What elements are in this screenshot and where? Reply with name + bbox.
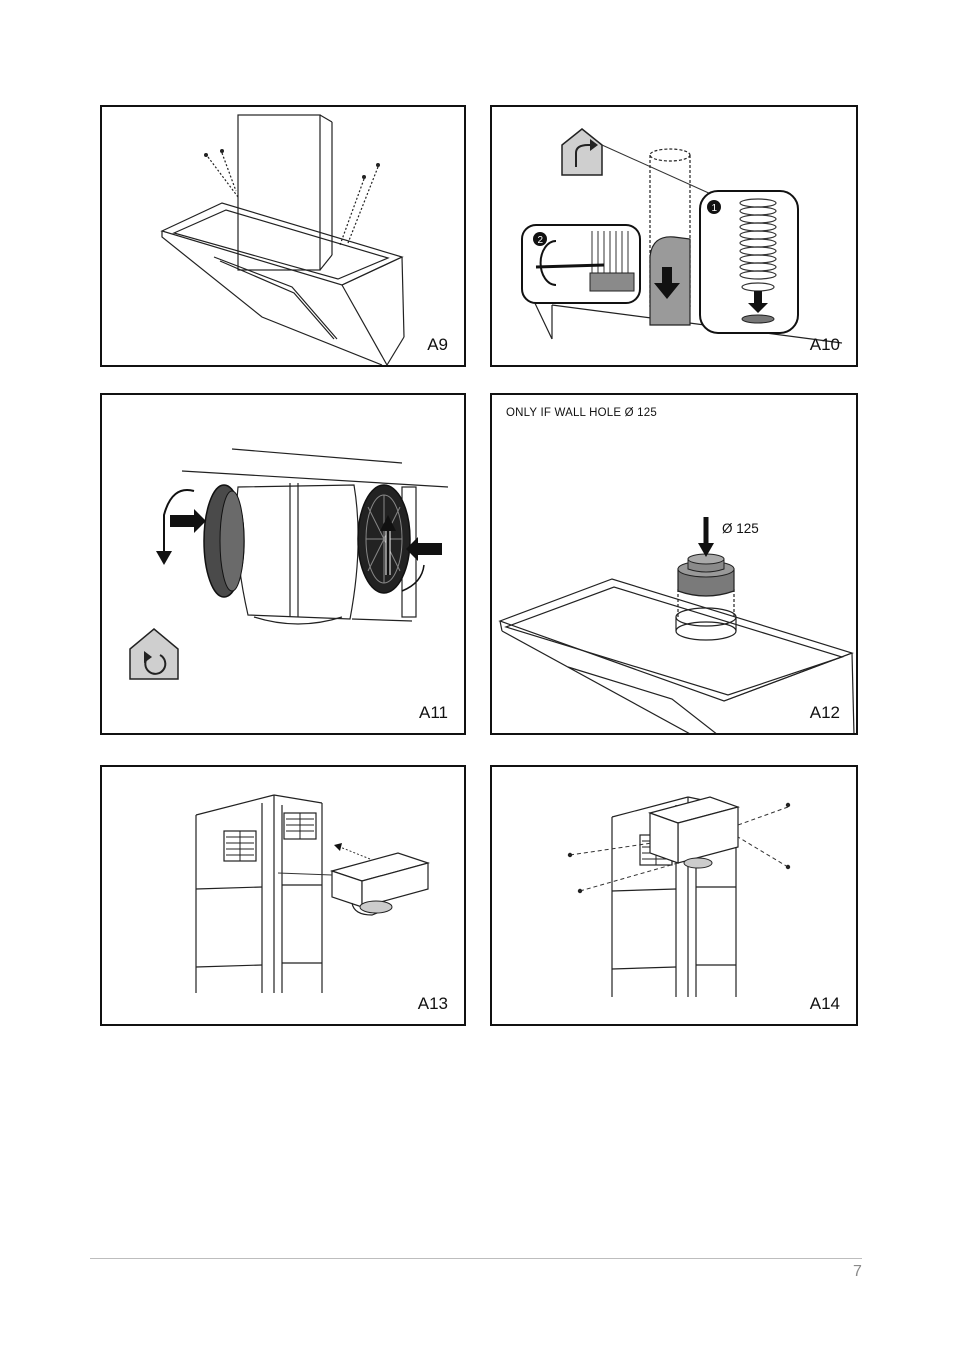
chimney-bracket-screws-illustration — [492, 767, 858, 1026]
figure-a11: A11 — [100, 393, 466, 735]
step-2-marker: 2 — [538, 235, 544, 246]
figure-a14: A14 — [490, 765, 858, 1026]
reducer-collar-illustration — [492, 395, 858, 735]
diameter-label: Ø 125 — [722, 521, 759, 536]
ducting-mode-icon — [562, 129, 602, 175]
page-number: 7 — [853, 1263, 862, 1281]
step-1-marker: 1 — [712, 203, 718, 214]
figure-a12: ONLY IF WALL HOLE Ø 125 — [490, 393, 858, 735]
figure-label: A12 — [810, 703, 840, 723]
figure-label: A9 — [427, 335, 448, 355]
recirculation-mode-icon — [130, 629, 178, 679]
hood-chimney-screws-illustration — [102, 107, 466, 367]
footer-divider — [90, 1258, 862, 1259]
chimney-bracket-insert-illustration — [102, 767, 466, 1026]
figure-a13: A13 — [100, 765, 466, 1026]
figure-a10: 2 1 A10 — [490, 105, 858, 367]
figure-label: A13 — [418, 994, 448, 1014]
figure-a9: A9 — [100, 105, 466, 367]
figure-label: A11 — [419, 703, 448, 723]
carbon-filter-motor-illustration — [102, 395, 466, 735]
flexible-duct-installation-illustration: 2 1 — [492, 107, 858, 367]
figure-label: A10 — [810, 335, 840, 355]
figure-label: A14 — [810, 994, 840, 1014]
